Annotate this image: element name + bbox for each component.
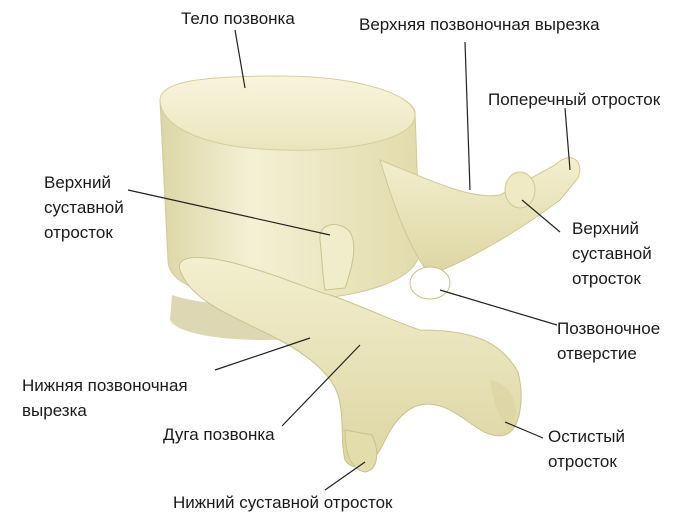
leader-lower-notch: [214, 337, 311, 371]
leader-upper-notch: [464, 41, 471, 191]
label-inferior-articular-process: Нижний суставной отросток: [173, 493, 393, 512]
leader-body: [234, 29, 246, 89]
label-superior-articular-process-left: Верхний суставной отросток: [44, 173, 124, 242]
leader-foramen: [439, 289, 558, 326]
label-vertebral-arch: Дуга позвонка: [163, 425, 275, 444]
leader-inf-articular: [324, 461, 366, 491]
label-transverse-process: Поперечный отросток: [488, 90, 661, 109]
transverse-process: [379, 157, 581, 276]
label-spinous-process: Остистый отросток: [548, 427, 626, 471]
label-superior-articular-process-right: Верхний суставной отросток: [572, 219, 652, 288]
label-vertebral-foramen: Позвоночное отверстие: [557, 319, 661, 363]
vertebral-foramen: [409, 266, 451, 300]
leader-spinous: [504, 421, 544, 439]
leader-sup-articular-right: [521, 199, 561, 233]
leader-sup-articular-left: [127, 189, 331, 236]
label-inferior-vertebral-notch: Нижняя позвоночная вырезка: [22, 376, 188, 420]
leader-arch: [281, 344, 361, 427]
label-vertebral-body: Тело позвонка: [181, 9, 295, 28]
leader-transverse: [564, 107, 571, 171]
label-superior-vertebral-notch: Верхняя позвоночная вырезка: [359, 15, 600, 34]
vertebral-arch: [178, 224, 522, 473]
